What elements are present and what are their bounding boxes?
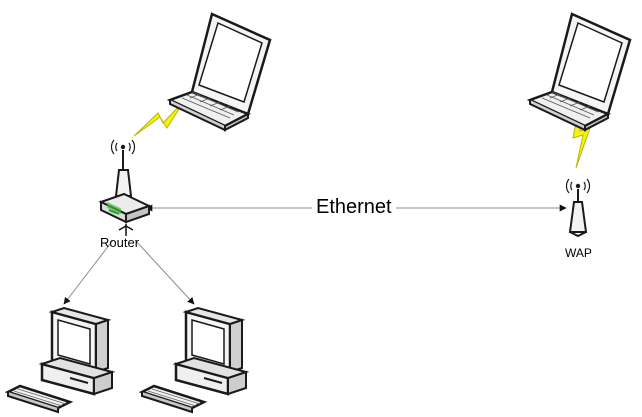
wireless-access-point-icon <box>565 178 591 238</box>
desktop-right-icon <box>140 306 248 414</box>
laptop-right-icon <box>528 12 632 132</box>
wap-label: WAP <box>565 246 592 260</box>
desktop-left-icon <box>6 306 114 414</box>
router-to-desktop-right-link <box>134 239 195 305</box>
ethernet-label: Ethernet <box>312 196 396 219</box>
router-label: Router <box>100 235 140 250</box>
router-to-desktop-left-link <box>63 239 114 305</box>
laptop-left-icon <box>168 12 272 132</box>
router-icon <box>98 139 152 236</box>
